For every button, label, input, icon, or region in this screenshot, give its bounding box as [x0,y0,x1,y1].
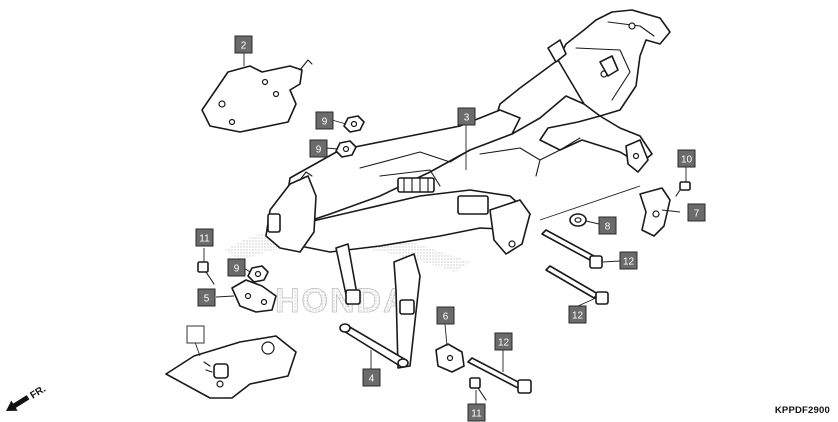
callout-part-2[interactable]: 2 [234,35,253,54]
callout-label: 3 [464,113,470,124]
callout-label: 12 [623,257,635,268]
watermark-text: HONDA [275,282,410,320]
bolt-part-11-lower [469,377,487,401]
callout-part-7[interactable]: 7 [687,203,706,222]
callout-label: 11 [199,234,210,245]
callout-part-9-middle[interactable]: 9 [309,139,328,158]
front-direction-indicator: FR. [6,384,48,411]
callout-part-9-upper[interactable]: 9 [315,111,334,130]
callout-part-9-lower[interactable]: 9 [227,258,246,277]
callout-part-6[interactable]: 6 [436,306,455,325]
main-frame-part-3 [265,9,671,369]
bottom-plate-part-1 [165,335,297,399]
callout-label: 4 [369,374,375,385]
bolt-part-11-upper [197,261,215,285]
callout-label: 10 [681,155,693,166]
washer-part-8 [569,213,587,227]
leader-lines [194,52,687,406]
callout-part-4[interactable]: 4 [362,368,381,387]
long-bolt-part-12-upper [541,229,603,269]
bracket-part-6 [435,343,465,373]
callout-label: 11 [471,409,482,420]
callout-label: 5 [204,294,210,305]
nut-part-9-c [247,265,269,283]
arrow-left-icon [6,395,30,411]
callout-part-12-middle[interactable]: 12 [568,305,587,324]
pivot-pipe-part-4 [339,323,409,368]
callout-part-10[interactable]: 10 [677,149,696,168]
bracket-part-7 [639,187,671,237]
callout-part-11-lower[interactable]: 11 [467,403,486,422]
diagram-code: KPPDF2900 [774,405,830,416]
callout-label: 12 [498,338,510,349]
callout-label: 9 [322,117,328,128]
callout-part-3[interactable]: 3 [457,107,476,126]
callout-label: 9 [316,145,322,156]
callout-label: 9 [234,264,240,275]
nut-part-9-a [343,115,365,133]
callout-label: 6 [443,312,449,323]
callout-part-12-lower[interactable]: 12 [494,332,513,351]
bracket-part-5 [231,279,277,313]
bolt-part-10 [675,181,691,197]
direction-label: FR. [28,384,48,402]
callout-part-11-upper[interactable]: 11 [195,228,214,247]
nut-part-9-b [335,140,357,158]
callout-label: 12 [572,311,584,322]
callout-part-1-blank[interactable] [186,325,205,344]
long-bolt-part-12-lower [467,357,532,394]
callout-part-8[interactable]: 8 [598,216,617,235]
callout-label: 8 [605,222,611,233]
plate-part-2 [201,59,313,133]
long-bolt-part-12-middle [545,265,609,305]
callout-label: 7 [694,209,700,220]
callout-part-5[interactable]: 5 [197,288,216,307]
callout-part-12-upper[interactable]: 12 [619,251,638,270]
callout-label: 2 [241,41,247,52]
